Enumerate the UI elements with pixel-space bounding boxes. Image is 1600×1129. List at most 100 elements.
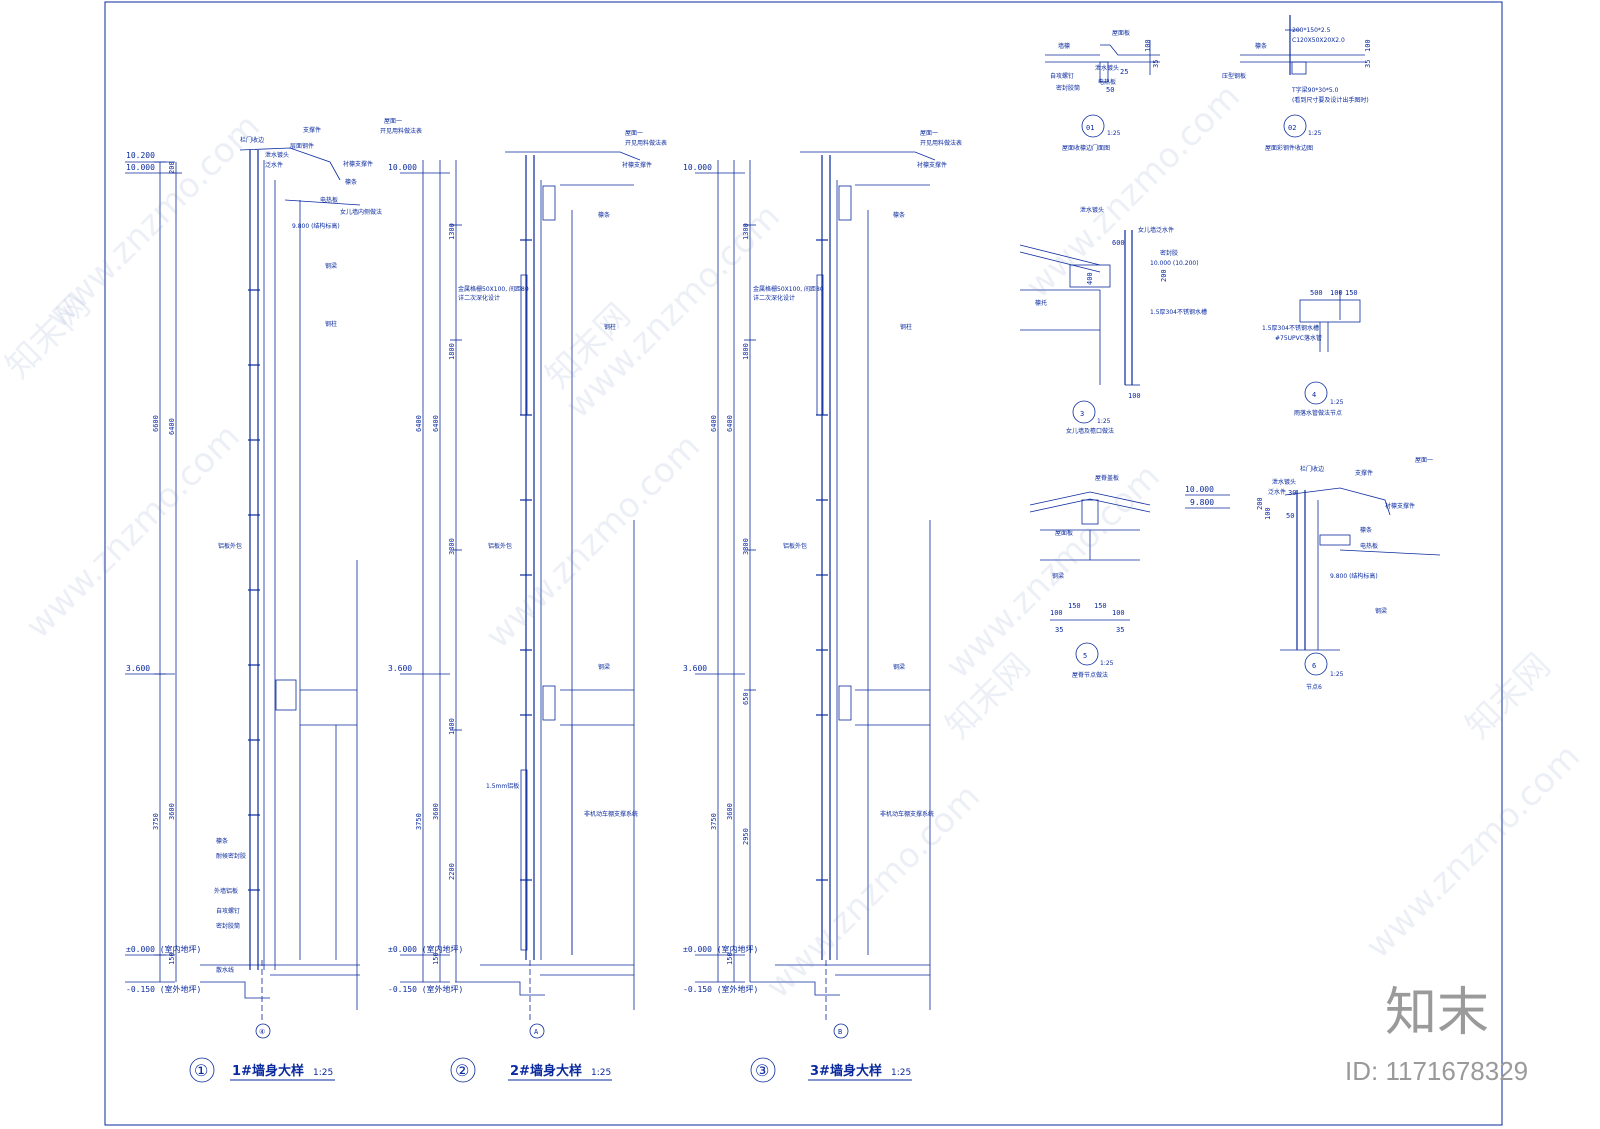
section-2-note: 铝板外包 xyxy=(488,542,512,550)
detail-01-dim: 25 xyxy=(1120,68,1128,76)
section-2-note: 檩条 xyxy=(598,211,610,219)
detail-bubbles xyxy=(189,114,1328,1083)
detail-4-scale: 1:25 xyxy=(1330,399,1344,406)
section-2-dim: 2200 xyxy=(448,863,456,880)
detail-3-dim: 100 xyxy=(1128,392,1141,400)
section-1-note: 钢梁 xyxy=(325,262,337,270)
section-1-note: 栏门收边 xyxy=(240,136,264,144)
section-3-note: 屋面一 xyxy=(920,130,938,137)
section-1-note: 铝板外包 xyxy=(218,542,242,550)
detail-02-dim: 100 xyxy=(1364,39,1372,52)
section-3-dim: 2950 xyxy=(742,828,750,845)
detail-4-note: #75UPVC落水管 xyxy=(1275,334,1322,342)
section-3-dim: 6400 xyxy=(726,415,734,432)
detail-02-note: (看到尺寸要及设计出手图时) xyxy=(1292,96,1369,104)
detail-3-note: 泄水镀头 xyxy=(1080,206,1104,214)
section-2-note: 非机动车棚支撑系统 xyxy=(584,810,638,818)
section-3-note: 檩条 xyxy=(893,211,905,219)
section-2-dim: 150 xyxy=(432,952,440,965)
section-2-dim: 1400 xyxy=(448,718,456,735)
section-2-note: 钢梁 xyxy=(598,663,610,671)
detail-02-dim: T字梁90*30*5.0 xyxy=(1291,86,1339,94)
section-1-note: 檩条 xyxy=(345,178,357,186)
watermark-logo: 知末 xyxy=(1385,983,1489,1043)
section-2-note: 开见用料做法表 xyxy=(625,139,667,147)
section-3-dim: 3750 xyxy=(710,813,718,830)
detail-6-note: 支撑件 xyxy=(1355,469,1373,477)
section-1-note: 钢柱 xyxy=(325,320,337,328)
detail-01-caption: 屋面收檩边门面图 xyxy=(1062,144,1110,152)
section-1-dim: 200 xyxy=(168,161,176,174)
section-1-note: 女儿墙内侧做法 xyxy=(340,208,382,216)
section-3-dim: 1800 xyxy=(742,343,750,360)
detail-6-note: 泄水镀头 xyxy=(1272,478,1296,486)
detail-4-number: 4 xyxy=(1312,391,1316,399)
detail-6-level: 9.800 xyxy=(1190,498,1214,507)
detail-3-dim: 600 xyxy=(1112,239,1125,247)
section-1-note: 屋面一 xyxy=(384,118,402,125)
section-1-title: 1#墙身大样 xyxy=(232,1063,304,1079)
detail-02-dim: 35 xyxy=(1364,60,1372,68)
section-3-title: 3#墙身大样 xyxy=(810,1063,882,1079)
section-1-level: 10.200 xyxy=(126,151,155,160)
section-1-note: 开见用料做法表 xyxy=(380,127,422,135)
section-2-dim: 3600 xyxy=(432,803,440,820)
detail-01-lines xyxy=(1045,40,1160,83)
detail-02-dim: C120X50X20X2.0 xyxy=(1292,37,1345,44)
watermark-site: www.znzmo.com xyxy=(1018,76,1248,306)
section-1-dim: 3750 xyxy=(152,813,160,830)
section-3-dim: 3600 xyxy=(726,803,734,820)
wall-section-2 xyxy=(400,151,641,1020)
section-1-level: 10.000 xyxy=(126,163,155,172)
section-1-note: 耐候密封胶 xyxy=(216,852,246,860)
section-2-dim: 3300 xyxy=(448,538,456,555)
detail-5-dim: 100 xyxy=(1112,609,1125,617)
section-3-axis: B xyxy=(838,1028,842,1036)
detail-3-dim: 400 xyxy=(1086,272,1094,285)
section-3-dim: 150 xyxy=(726,952,734,965)
section-3-note: 铝板外包 xyxy=(783,542,807,550)
section-3-note: 衬檩支撑件 xyxy=(917,161,947,169)
section-1-dim: 6600 xyxy=(152,415,160,432)
section-2-level: -0.150 (室外地坪) xyxy=(388,984,463,994)
section-3-note: 详二次深化设计 xyxy=(753,294,795,302)
section-2-level: ±0.000 (室内地坪) xyxy=(388,944,463,954)
detail-6-note: 钢梁 xyxy=(1375,607,1387,615)
detail-5-note: 屋脊盖板 xyxy=(1095,474,1119,482)
detail-3-note: 密封胶 xyxy=(1160,249,1178,257)
sheet-border xyxy=(104,1,1503,1126)
detail-3-note: 女儿墙泛水件 xyxy=(1138,226,1174,234)
detail-3-lines xyxy=(1019,230,1140,386)
detail-5-dim: 150 xyxy=(1068,602,1081,610)
section-3-dim: 650 xyxy=(742,692,750,705)
section-3-number: ③ xyxy=(755,1061,769,1080)
detail-5-lines xyxy=(1029,491,1151,621)
section-3-dim: 6400 xyxy=(710,415,718,432)
section-1-note: 层面钢件 xyxy=(290,142,314,150)
section-2-note: 钢柱 xyxy=(604,323,616,331)
section-2-dim: 6400 xyxy=(432,415,440,432)
section-2-note: 屋面一 xyxy=(625,130,643,137)
detail-6-dim: 200 xyxy=(1256,497,1264,510)
section-1-note: 外墙铝板 xyxy=(214,887,238,895)
section-1-note: 散水线 xyxy=(216,966,234,974)
section-3-note: 钢梁 xyxy=(893,663,905,671)
section-2-note: 1.5mm铝板 xyxy=(486,782,519,790)
section-1-level: ±0.000 (室内地坪) xyxy=(126,944,201,954)
detail-01-note: 泄水镀头 xyxy=(1095,64,1119,72)
detail-3-caption: 女儿墙及檐口做法 xyxy=(1066,427,1114,435)
section-1-note: 檩条 xyxy=(216,837,228,845)
section-1-number: ① xyxy=(194,1061,208,1080)
section-2-level: 3.600 xyxy=(388,664,412,673)
detail-6-lines xyxy=(1185,487,1441,651)
detail-4-dim: 100 xyxy=(1330,289,1343,297)
detail-6-note: 电热板 xyxy=(1360,542,1378,550)
detail-01-dim: 50 xyxy=(1106,86,1114,94)
section-1-note: 密封胶筒 xyxy=(216,922,240,930)
detail-02-note: 檩条 xyxy=(1255,42,1267,50)
detail-02-caption: 屋面彩钢件收边图 xyxy=(1265,144,1313,152)
section-3-level: 10.000 xyxy=(683,163,712,172)
detail-02-number: 02 xyxy=(1288,124,1296,132)
detail-4-note: 1.5厚304不锈钢水槽 xyxy=(1262,324,1319,332)
